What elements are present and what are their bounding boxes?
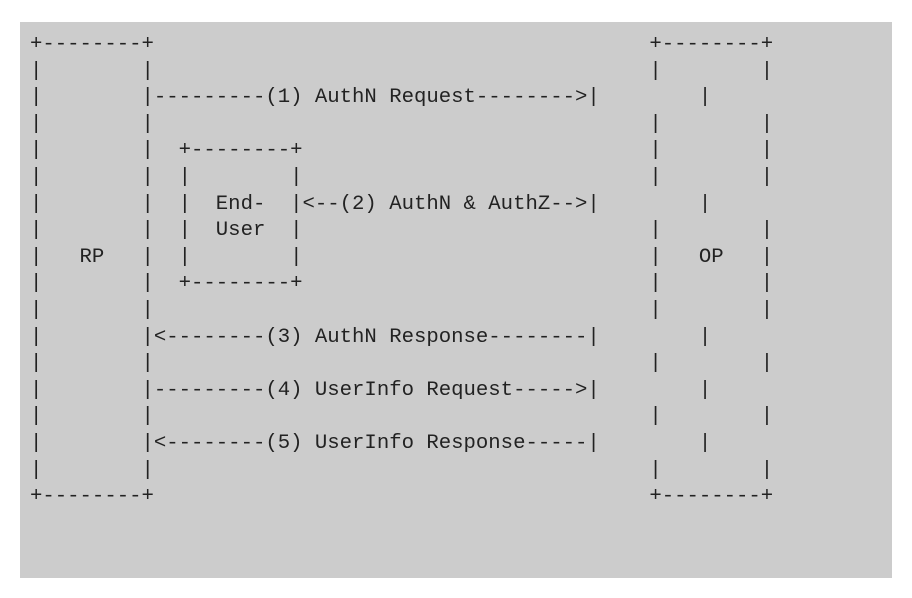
diagram-line: | |<--------(5) UserInfo Response-----| … (30, 431, 712, 455)
diagram-line: | |<--------(3) AuthN Response--------| … (30, 325, 712, 349)
diagram-line: | | | | (30, 458, 774, 482)
diagram-line: | | | | (30, 59, 774, 83)
diagram-line: | | +--------+ | | (30, 272, 774, 296)
diagram-line: | | | | (30, 112, 774, 136)
diagram-line: | | | | (30, 298, 774, 322)
diagram-line: | |---------(4) UserInfo Request----->| … (30, 378, 712, 402)
diagram-line: | | | User | | | (30, 219, 774, 243)
diagram-line: | | | | | | (30, 165, 774, 189)
diagram-line: | | +--------+ | | (30, 139, 774, 163)
diagram-line: +--------+ +--------+ (30, 33, 774, 56)
diagram-line: | RP | | | | OP | (30, 245, 774, 269)
diagram-panel: +--------+ +--------+| | | || |---------… (20, 22, 892, 578)
diagram-line: | | | End- |<--(2) AuthN & AuthZ-->| | (30, 192, 712, 216)
diagram-line: | | | | (30, 352, 774, 376)
diagram-line: | | | | (30, 405, 774, 429)
diagram-line: +--------+ +--------+ (30, 485, 774, 509)
ascii-sequence-diagram: +--------+ +--------+| | | || |---------… (30, 32, 773, 511)
diagram-line: | |---------(1) AuthN Request-------->| … (30, 86, 712, 110)
